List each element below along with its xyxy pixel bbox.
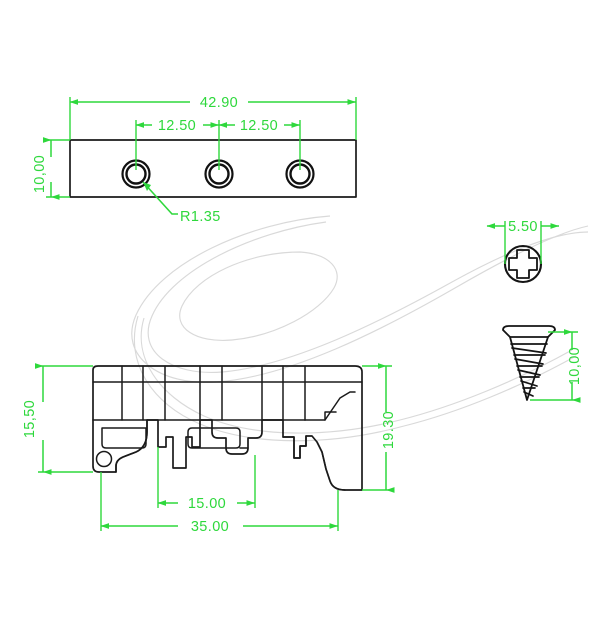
- dimension-overall-length-42-90: 42.90: [69, 95, 357, 140]
- dimension-label-15-50: 15,50: [22, 400, 38, 438]
- dimension-plate-width-10-00: 10,00: [32, 137, 70, 200]
- dimension-right-height-19-30: 19.30: [362, 363, 397, 493]
- screw-side-view: [502, 325, 556, 401]
- top-plate-view: [69, 139, 357, 198]
- dimension-label-r1-35: R1.35: [180, 209, 221, 225]
- dimension-hole-spacing-right-12-50: 12.50: [218, 118, 301, 170]
- dimension-left-height-15-50: 15,50: [22, 363, 93, 475]
- dimension-head-diameter-5-50: 5.50: [486, 219, 559, 264]
- dimension-inner-width-15-00: 15.00: [157, 447, 256, 512]
- dimension-label-5-50: 5.50: [508, 219, 538, 235]
- dimension-label-15-00: 15.00: [188, 496, 226, 512]
- rail-profile-section-view: [92, 365, 363, 491]
- dimension-label-35-00: 35.00: [191, 519, 229, 535]
- dimension-screw-length-10-00: 10,00: [530, 329, 583, 403]
- dimension-label-19-30: 19.30: [381, 411, 397, 449]
- dimension-label-10-00-screw: 10,00: [567, 347, 583, 385]
- dimension-overall-width-35-00: 35.00: [100, 472, 339, 535]
- dimension-hole-spacing-left-12-50: 12.50: [135, 118, 220, 170]
- dimension-label-12-50-left: 12.50: [158, 118, 196, 134]
- dimension-hole-radius-r1-35: R1.35: [142, 181, 221, 225]
- dimension-label-10-00-plate: 10,00: [32, 155, 48, 193]
- dimension-label-12-50-right: 12.50: [240, 118, 278, 134]
- dimension-label-42-90: 42.90: [200, 95, 238, 111]
- watermark-swoosh: [131, 215, 589, 442]
